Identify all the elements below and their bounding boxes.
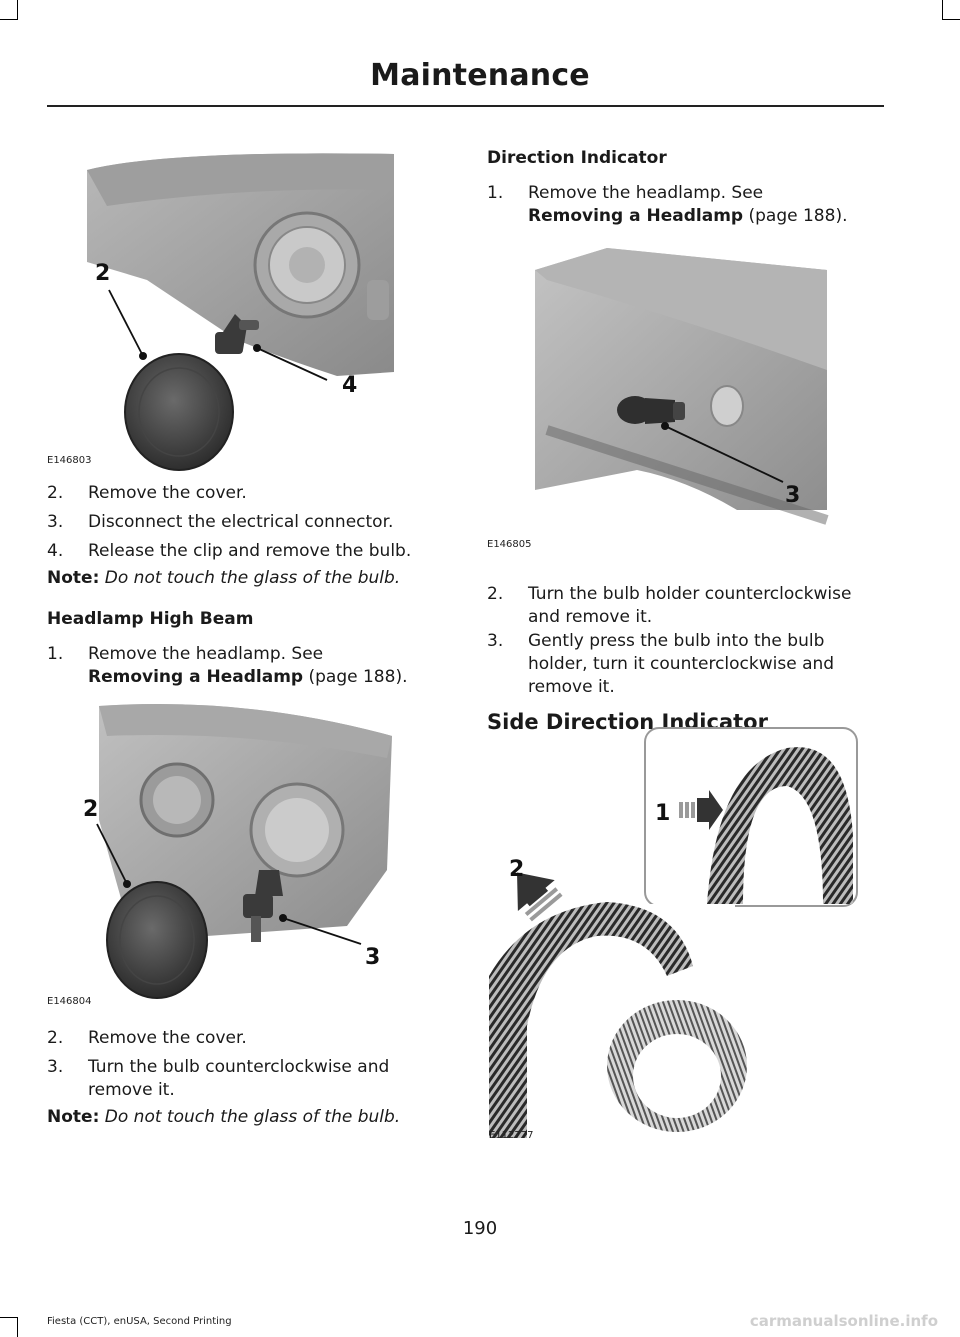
figure-id: E112777 (489, 1130, 534, 1141)
callout-2: 2 (509, 857, 524, 882)
headlamp-side-illustration: 3 (535, 248, 829, 525)
figure-id: E146804 (47, 996, 92, 1007)
callout-3: 3 (785, 483, 800, 508)
page-title: Maintenance (370, 58, 590, 93)
step-item: 3. Gently press the bulb into the bulb h… (487, 631, 835, 697)
page-number: 190 (462, 1218, 498, 1239)
crop-mark (17, 1317, 18, 1337)
figure-side-direction-indicator: 1 2 E112777 (487, 726, 861, 1146)
step-item: 3. Turn the bulb counterclockwise and re… (47, 1057, 390, 1100)
step-item: 3. Disconnect the electrical connector. (47, 512, 394, 532)
footer-text: Fiesta (CCT), enUSA, Second Printing (47, 1316, 232, 1327)
link-removing-a-headlamp[interactable]: Removing a Headlamp (88, 667, 304, 687)
figure-id: E146803 (47, 455, 92, 466)
callout-4: 4 (342, 373, 357, 398)
watermark: carmanualsonline.info (749, 1312, 938, 1330)
step-item: 2. Remove the cover. (47, 1028, 247, 1048)
figure-headlamp-low-beam: 2 4 E146803 (47, 150, 407, 472)
crop-mark (17, 0, 18, 20)
step-item: 4. Release the clip and remove the bulb. (47, 541, 412, 561)
callout-3: 3 (365, 945, 380, 970)
crop-mark (0, 19, 18, 20)
step-item: 2. Remove the cover. (47, 483, 247, 503)
link-removing-a-headlamp[interactable]: Removing a Headlamp (528, 206, 744, 226)
side-indicator-illustration: 1 2 (489, 727, 858, 1138)
note: Note: Do not touch the glass of the bulb… (47, 568, 401, 588)
note: Note: Do not touch the glass of the bulb… (47, 1107, 401, 1127)
header-divider (47, 105, 884, 107)
callout-2: 2 (95, 261, 110, 286)
step-item: 1. Remove the headlamp. See Removing a H… (47, 644, 408, 687)
crop-mark (942, 0, 943, 20)
crop-mark (942, 19, 960, 20)
figure-id: E146805 (487, 539, 532, 550)
headlamp-rear-illustration: 2 3 (83, 704, 392, 999)
figure-direction-indicator: 3 E146805 (487, 240, 847, 556)
callout-2: 2 (83, 797, 98, 822)
headlamp-rear-illustration: 2 4 (87, 153, 394, 471)
section-heading-headlamp-high-beam: Headlamp High Beam (47, 609, 254, 629)
step-item: 1. Remove the headlamp. See Removing a H… (487, 183, 848, 226)
callout-1: 1 (655, 801, 670, 826)
crop-mark (0, 1317, 18, 1318)
figure-headlamp-high-beam: 2 3 E146804 (47, 700, 407, 1014)
step-item: 2. Turn the bulb holder counterclockwise… (487, 584, 852, 627)
section-heading-direction-indicator: Direction Indicator (487, 148, 667, 168)
